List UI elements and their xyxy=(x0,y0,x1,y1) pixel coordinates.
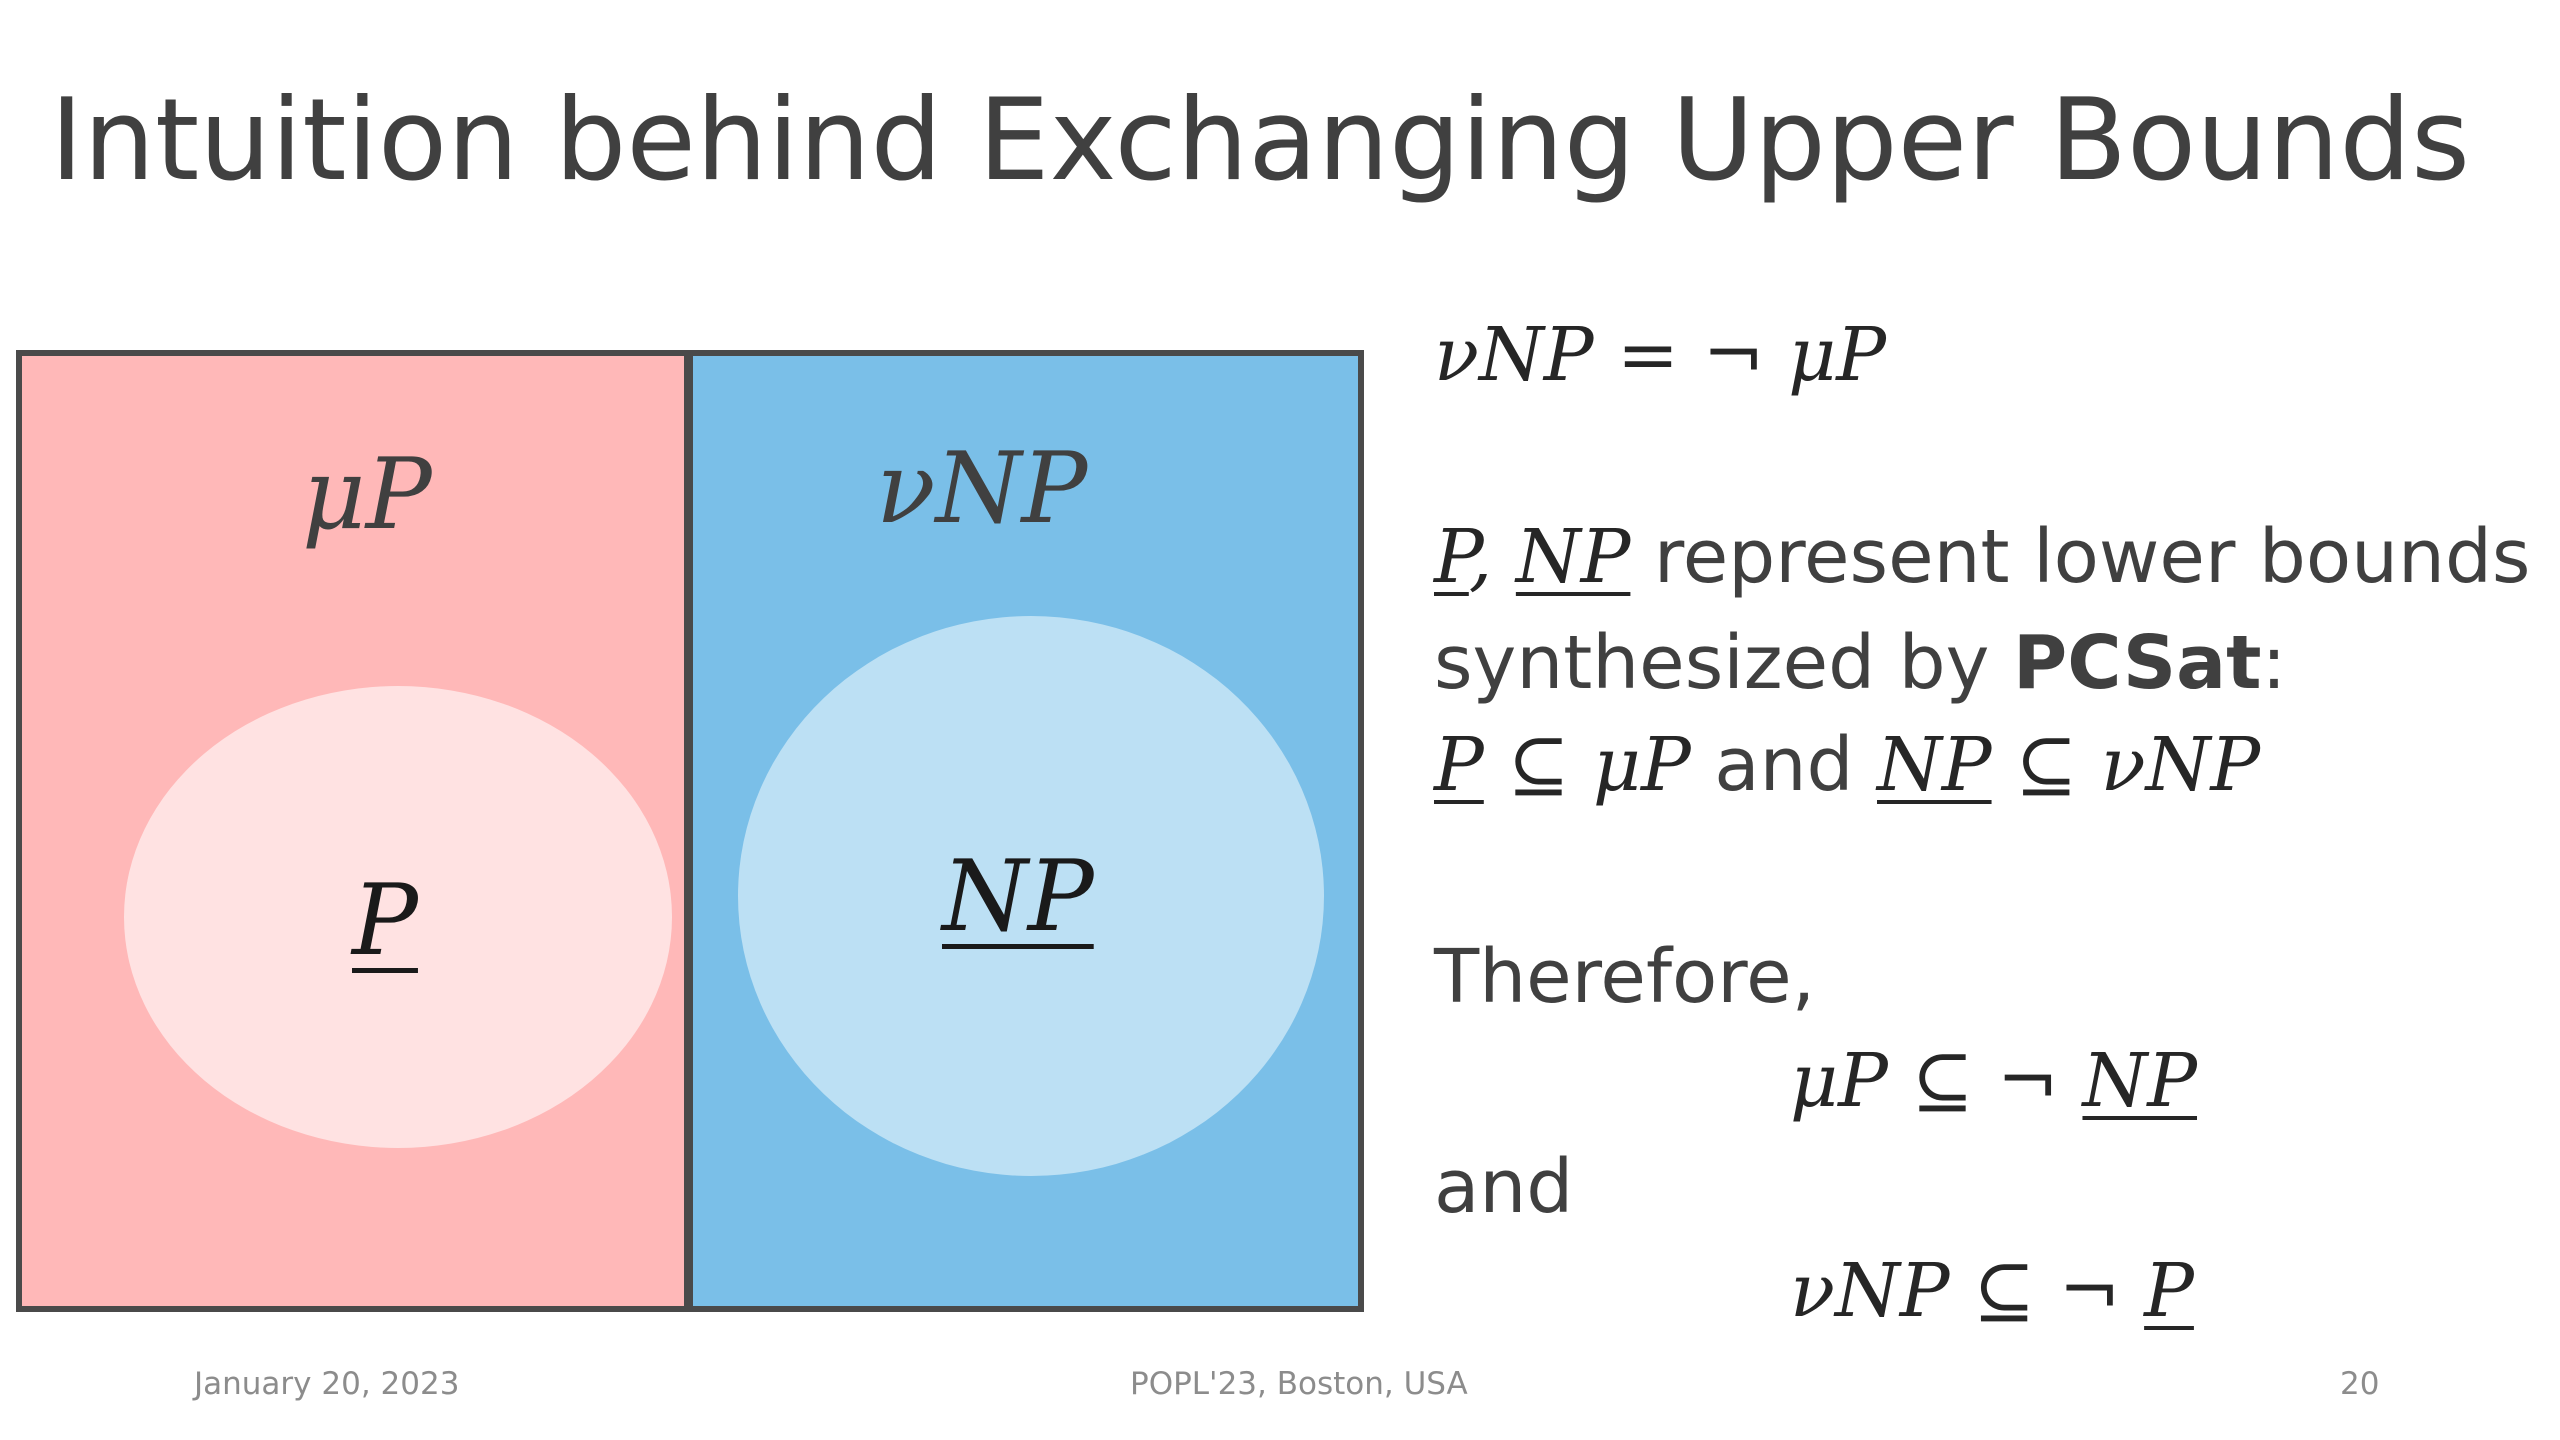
nu-np-label: νNP xyxy=(876,432,1088,546)
conclusion-2: νNP ⊆ ¬ P xyxy=(1790,1254,2194,1328)
synthesized-line: synthesized by PCSat: xyxy=(1434,626,2286,700)
p-underlined: P xyxy=(1434,514,1469,600)
lower-bounds-line: P, NP represent lower bounds xyxy=(1434,520,2530,594)
conclusion-1: μP ⊆ ¬ NP xyxy=(1790,1044,2197,1118)
lower-bounds-text: represent lower bounds xyxy=(1630,514,2531,600)
subset-nu-np: ⊆ νNP xyxy=(1991,722,2261,808)
equation-duality-text: νNP = ¬ μP xyxy=(1434,312,1886,398)
colon: : xyxy=(2261,620,2287,706)
mu-p-label: μP xyxy=(302,438,432,552)
comma: , xyxy=(1468,514,1493,600)
np-underlined-2: NP xyxy=(1877,722,1992,808)
np-lower-bound-ellipse xyxy=(738,616,1324,1176)
footer-page-number: 20 xyxy=(2340,1366,2380,1402)
conclusion-2-p: P xyxy=(2144,1248,2194,1334)
therefore-line: Therefore, xyxy=(1434,934,1816,1020)
p-lower-bound-ellipse xyxy=(124,686,672,1148)
pcsat-name: PCSat xyxy=(2012,620,2262,706)
equation-duality: νNP = ¬ μP xyxy=(1434,318,1886,392)
and-line: and xyxy=(1434,1144,1574,1230)
subset-mu-p: ⊆ μP xyxy=(1483,722,1691,808)
region-divider xyxy=(687,350,693,1312)
conclusion-2-lhs: νNP ⊆ ¬ xyxy=(1790,1248,2145,1334)
subset-line: P ⊆ μP and NP ⊆ νNP xyxy=(1434,728,2260,802)
conclusion-1-np: NP xyxy=(2082,1038,2198,1124)
p-underlined-2: P xyxy=(1434,722,1484,808)
np-label: NP xyxy=(942,840,1094,954)
conclusion-1-lhs: μP ⊆ ¬ xyxy=(1790,1038,2083,1124)
footer-date: January 20, 2023 xyxy=(194,1366,460,1402)
np-underlined: NP xyxy=(1515,514,1631,600)
slide-title: Intuition behind Exchanging Upper Bounds xyxy=(50,74,2471,206)
synthesized-text: synthesized by xyxy=(1434,620,2013,706)
and-word: and xyxy=(1690,722,1877,808)
footer-venue: POPL'23, Boston, USA xyxy=(1130,1366,1468,1402)
p-label: P xyxy=(352,864,418,978)
